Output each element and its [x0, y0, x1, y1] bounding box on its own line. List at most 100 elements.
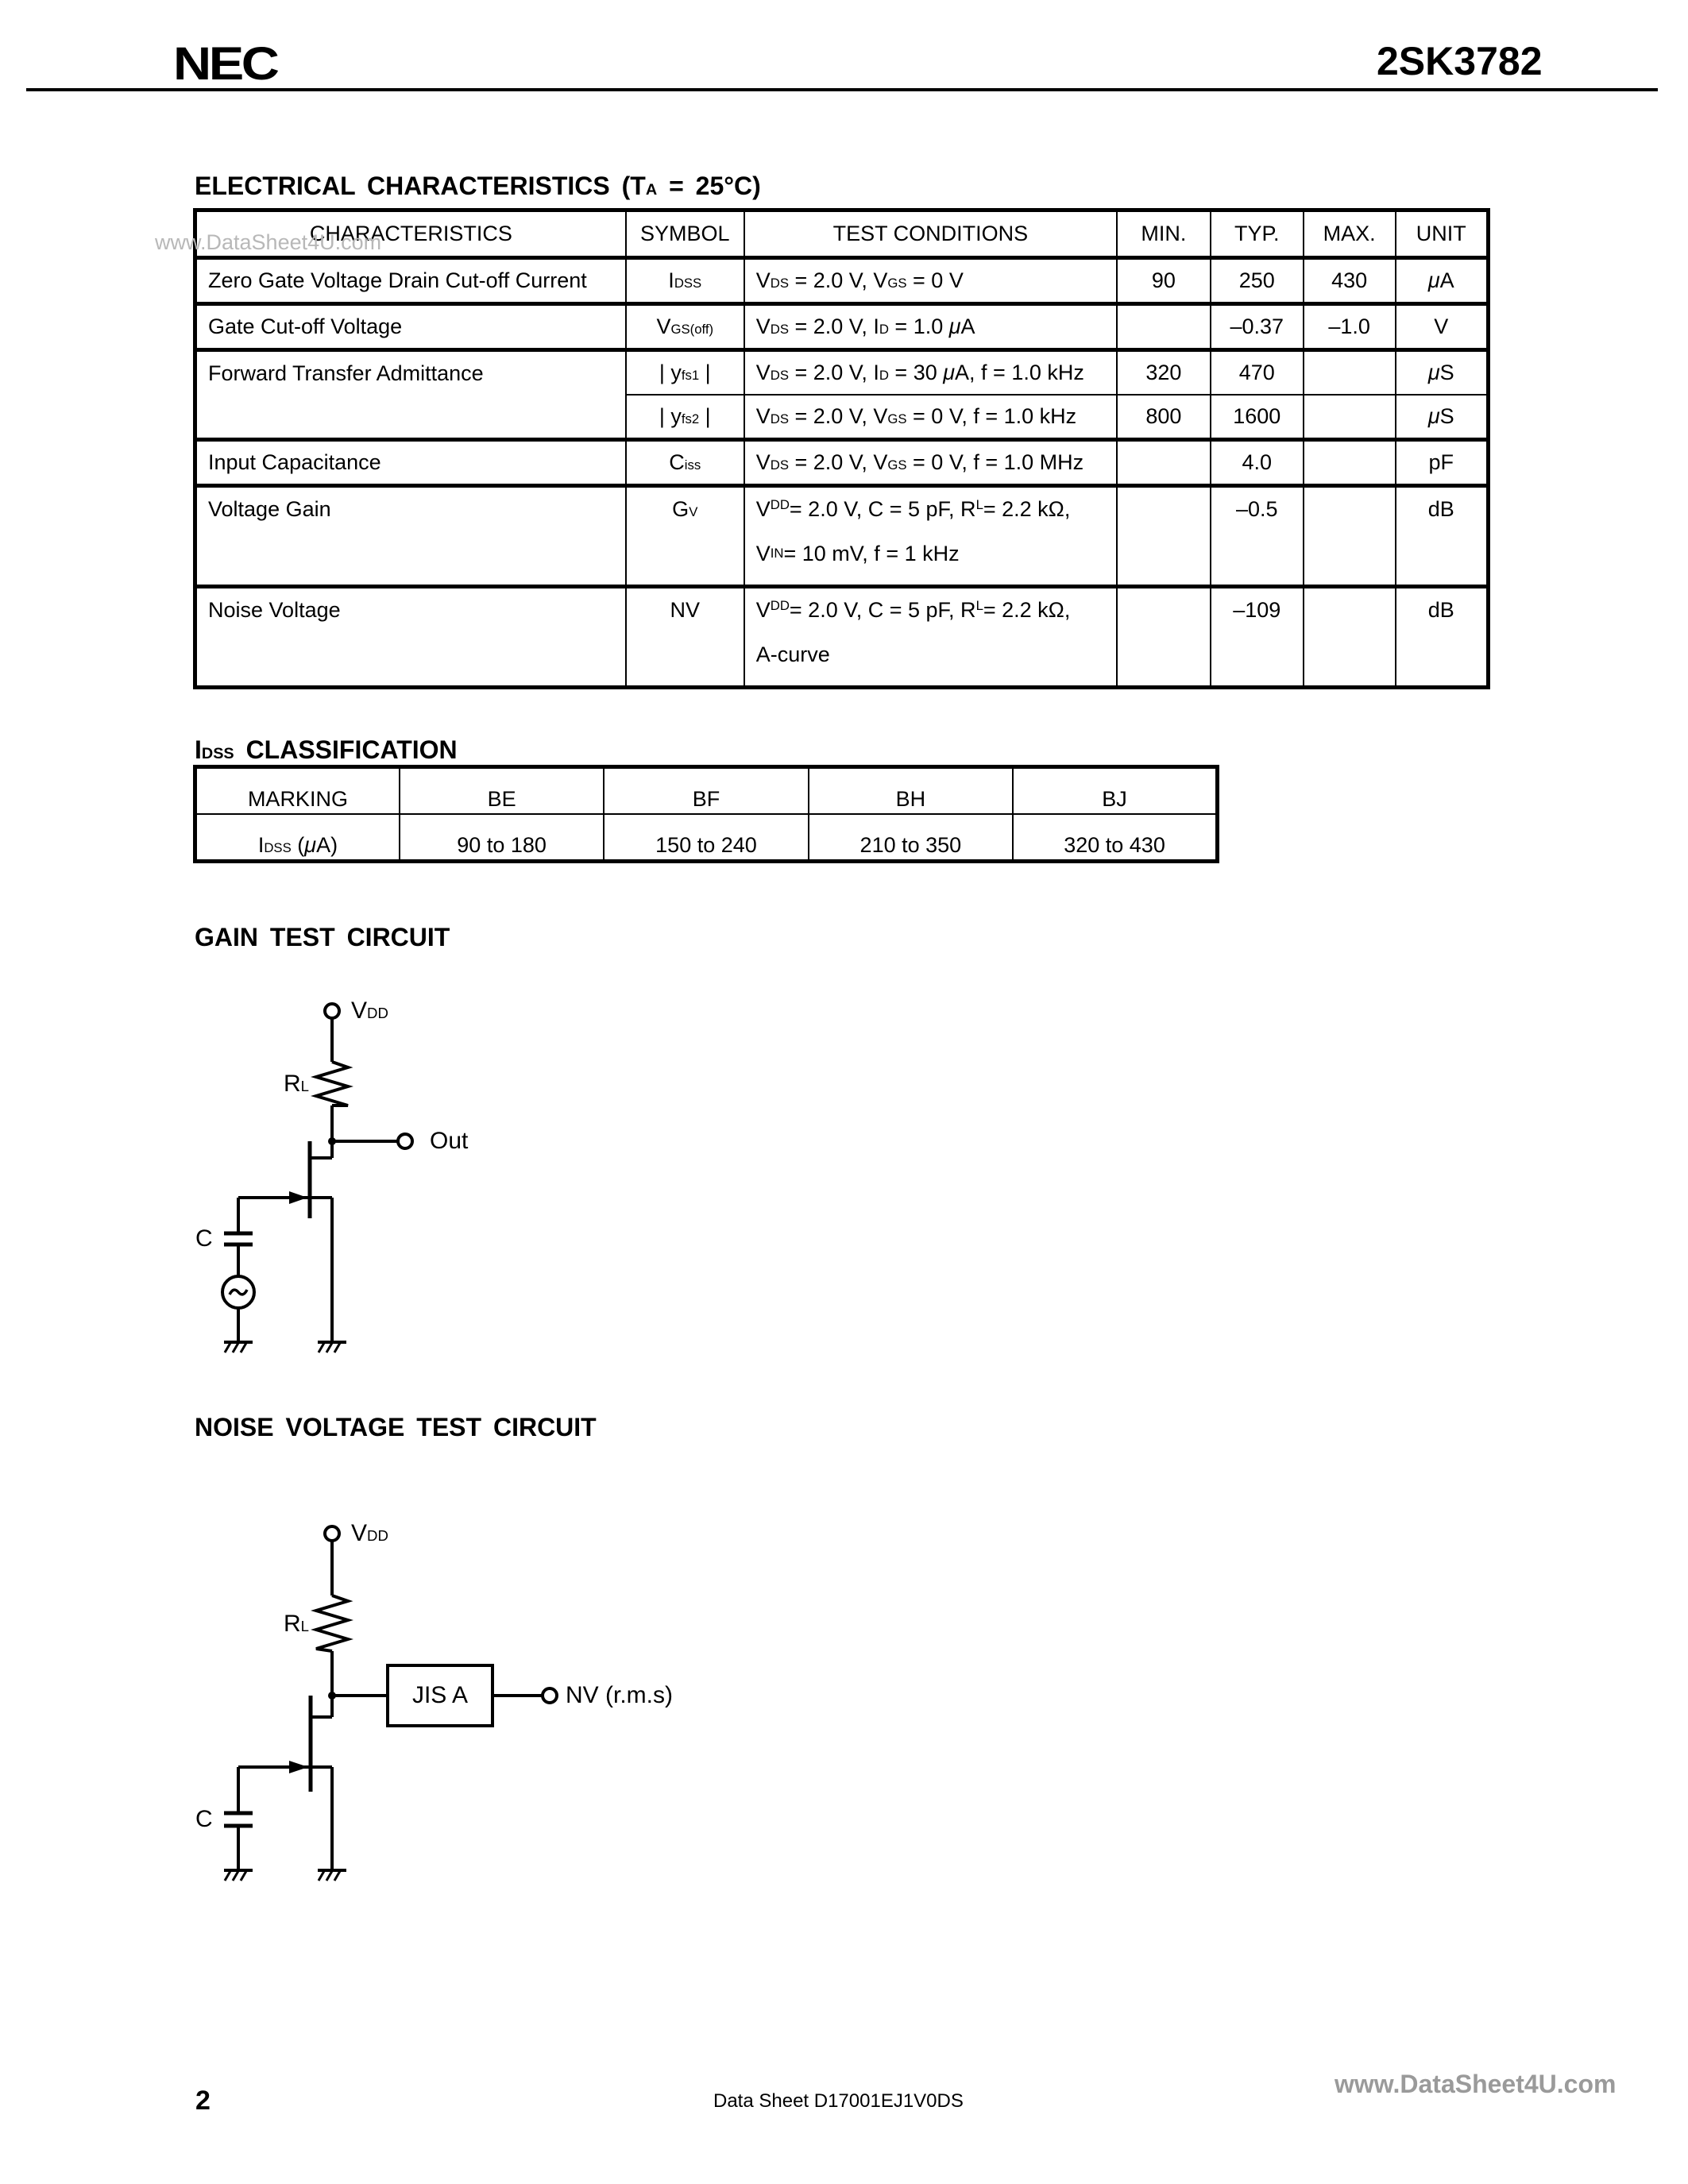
noise-voltage-test-circuit — [223, 1525, 558, 1881]
noise-voltage-test-circuit-heading: NOISE VOLTAGE TEST CIRCUIT — [195, 1413, 597, 1441]
unit-cell: dB — [1394, 585, 1489, 689]
column-header: MIN. — [1115, 209, 1211, 260]
gain-test-circuit — [221, 1002, 414, 1353]
max-cell — [1302, 394, 1396, 442]
typ-cell: 4.0 — [1209, 438, 1304, 488]
symbol-cell: GV — [624, 484, 745, 588]
electrical-characteristics-heading: ELECTRICAL CHARACTERISTICS (TA = 25°C) — [195, 172, 761, 200]
column-header: SYMBOL — [624, 209, 745, 260]
column-header: TEST CONDITIONS — [743, 209, 1118, 260]
gate-arrow-icon — [289, 1761, 308, 1773]
symbol-cell: | yfs1 | — [624, 349, 745, 396]
table-row: Forward Transfer Admittance | yfs1 | VDS… — [194, 349, 1489, 442]
idss-classification-table: MARKING BE BF BH BJ IDSS (μA) 90 to 180 … — [193, 765, 1219, 863]
part-number: 2SK3782 — [1377, 39, 1543, 83]
column-header: MAX. — [1302, 209, 1396, 260]
marking-label: MARKING — [194, 766, 400, 815]
max-cell — [1302, 484, 1396, 588]
conditions-cell: VDS = 2.0 V, ID = 30 μA, f = 1.0 kHz — [743, 349, 1118, 396]
footer-watermark: www.DataSheet4U.com — [1335, 2070, 1617, 2098]
junction-dot — [328, 1692, 336, 1700]
unit-cell: μA — [1394, 257, 1489, 306]
max-cell: –1.0 — [1302, 303, 1396, 352]
symbol-cell: Ciss — [624, 438, 745, 488]
vdd-label: VDD — [351, 1520, 388, 1546]
ground-icon — [223, 1341, 253, 1353]
nec-logo: NEC — [173, 38, 280, 90]
characteristic-cell: Gate Cut-off Voltage — [194, 303, 627, 352]
column-header: TYP. — [1209, 209, 1304, 260]
conditions-cell: VDS = 2.0 V, ID = 1.0 μA — [743, 303, 1118, 352]
column-header: UNIT — [1394, 209, 1489, 260]
vdd-terminal-icon — [323, 1002, 341, 1020]
conditions-cell: VDS = 2.0 V, VGS = 0 V — [743, 257, 1118, 306]
jis-a-label: JIS A — [411, 1682, 469, 1708]
typ-cell: 470 — [1209, 349, 1304, 396]
range-cell: 320 to 430 — [1012, 813, 1219, 862]
max-cell: 430 — [1302, 257, 1396, 306]
min-cell — [1115, 303, 1211, 352]
table-row: Gate Cut-off Voltage VGS(off) VDS = 2.0 … — [194, 303, 1489, 352]
header-rule — [26, 88, 1658, 91]
nv-rms-label: NV (r.m.s) — [566, 1682, 673, 1708]
rl-label: RL — [284, 1071, 310, 1097]
conditions-cell: VDS = 2.0 V, VGS = 0 V, f = 1.0 MHz — [743, 438, 1118, 488]
page-number: 2 — [195, 2086, 211, 2116]
junction-dot — [328, 1137, 336, 1145]
characteristic-cell: Forward Transfer Admittance — [194, 349, 627, 442]
idss-label: IDSS (μA) — [194, 813, 400, 862]
symbol-cell: VGS(off) — [624, 303, 745, 352]
conditions-cell: VDS = 2.0 V, VGS = 0 V, f = 1.0 kHz — [743, 394, 1118, 442]
unit-cell: μS — [1394, 349, 1489, 396]
table-row: Zero Gate Voltage Drain Cut-off Current … — [194, 257, 1489, 306]
table-row: | yfs2 | VDS = 2.0 V, VGS = 0 V, f = 1.0… — [195, 394, 1489, 442]
rl-label: RL — [284, 1611, 310, 1637]
electrical-characteristics-table: CHARACTERISTICS SYMBOL TEST CONDITIONS M… — [193, 208, 1490, 689]
characteristic-cell: Noise Voltage — [194, 585, 627, 689]
unit-cell: V — [1394, 303, 1489, 352]
unit-cell: pF — [1394, 438, 1489, 488]
typ-cell: –0.37 — [1209, 303, 1304, 352]
characteristic-cell: Zero Gate Voltage Drain Cut-off Current — [194, 257, 627, 306]
min-cell — [1115, 438, 1211, 488]
output-terminal-icon — [396, 1133, 414, 1150]
ground-icon — [223, 1869, 253, 1881]
capacitor-label: C — [195, 1806, 213, 1832]
max-cell — [1302, 585, 1396, 689]
marking-cell: BJ — [1012, 766, 1219, 815]
idss-classification-heading: IDSS CLASSIFICATION — [195, 735, 458, 764]
unit-cell: dB — [1394, 484, 1489, 588]
marking-cell: BE — [398, 766, 605, 815]
max-cell — [1302, 438, 1396, 488]
table-row: Input Capacitance Ciss VDS = 2.0 V, VGS … — [194, 438, 1489, 488]
min-cell — [1115, 585, 1211, 689]
ground-icon — [317, 1341, 346, 1353]
gate-arrow-icon — [289, 1191, 307, 1204]
characteristic-cell: Voltage Gain — [194, 484, 627, 588]
typ-cell: 250 — [1209, 257, 1304, 306]
gain-test-circuit-heading: GAIN TEST CIRCUIT — [195, 923, 450, 951]
table-row: MARKING BE BF BH BJ — [194, 766, 1219, 815]
min-cell: 800 — [1115, 394, 1211, 442]
watermark-text: www.DataSheet4U.com — [155, 230, 382, 254]
table-row: IDSS (μA) 90 to 180 150 to 240 210 to 35… — [194, 813, 1219, 862]
symbol-cell: | yfs2 | — [624, 394, 745, 442]
capacitor-label: C — [195, 1225, 213, 1252]
vdd-label: VDD — [351, 997, 388, 1024]
min-cell: 320 — [1115, 349, 1211, 396]
resistor-icon — [311, 1594, 353, 1653]
symbol-cell: NV — [624, 585, 745, 689]
min-cell: 90 — [1115, 257, 1211, 306]
resistor-icon — [311, 1060, 353, 1107]
characteristic-cell: Input Capacitance — [194, 438, 627, 488]
range-cell: 150 to 240 — [603, 813, 809, 862]
typ-cell: –0.5 — [1209, 484, 1304, 588]
symbol-cell: IDSS — [624, 257, 745, 306]
ground-icon — [317, 1869, 346, 1881]
document-id: Data Sheet D17001EJ1V0DS — [713, 2090, 964, 2112]
